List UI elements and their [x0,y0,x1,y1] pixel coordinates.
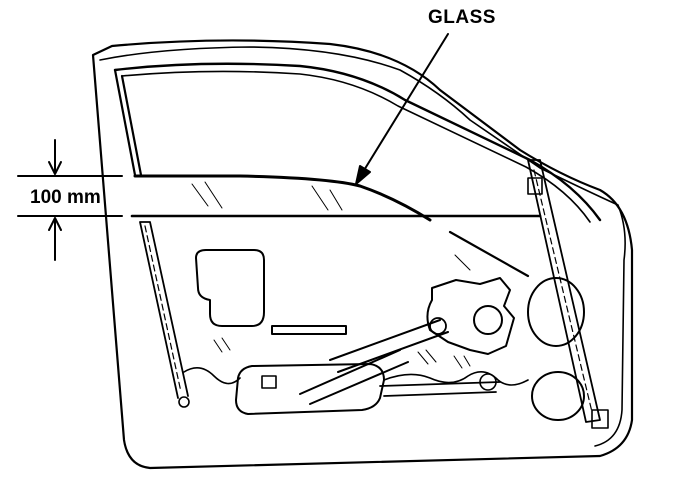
dim-arrow-bottom [48,217,62,261]
regulator-lift-channel [235,363,385,415]
access-hole-upper-left [195,249,265,327]
dim-arrow-top [48,139,62,175]
rear-channel-bracket-top [527,177,543,195]
wire-harness [183,367,529,386]
door-inner-outline [99,46,626,447]
glass-reflections [191,181,471,271]
rear-channel-bracket-bottom [591,409,609,429]
window-frame-outer [113,62,602,222]
rear-run-channel-dash [533,169,593,413]
dimension-label: 100 mm [30,187,101,208]
front-run-channel-dash [144,225,182,393]
panel-hatching [213,337,471,369]
access-hole-lower-right [531,371,585,421]
glass-label: GLASS [428,7,496,28]
glass-top-edge [133,174,432,222]
front-pillar [113,68,143,177]
speaker-opening [527,277,585,347]
regulator-motor-mount [429,317,447,335]
front-run-channel [139,221,189,399]
regulator-pivot [473,305,503,335]
window-frame-inner [121,70,591,223]
regulator-cable-lower [379,381,501,397]
front-channel-bolt [178,396,190,408]
rear-run-channel [527,159,601,423]
glass-lower-edge [448,230,530,278]
lift-channel-clip [261,375,277,389]
regulator-arm-lower [299,349,409,405]
regulator-guide-bar [271,325,347,335]
glass-leader-line [357,33,449,181]
regulator-sector-plate [426,277,515,355]
glass-leader-arrowhead [355,165,371,185]
door-outer-outline [91,39,634,470]
